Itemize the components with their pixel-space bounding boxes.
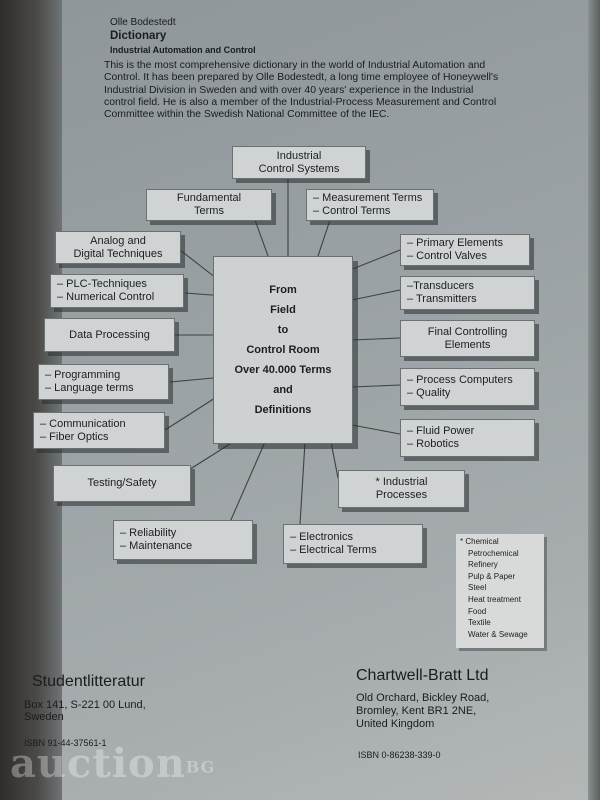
- connector-line: [164, 397, 216, 431]
- cover-spine-shadow: [0, 0, 62, 800]
- box-reliability: – Reliability– Maintenance: [113, 520, 253, 560]
- footnote-item: Petrochemical: [468, 548, 519, 558]
- footnote-item: Heat treatment: [468, 594, 521, 604]
- publisher-studentlitteratur: Studentlitteratur: [32, 673, 145, 690]
- footnote-item: Food: [468, 606, 487, 616]
- book-subtitle: Industrial Automation and Control: [110, 45, 256, 55]
- cover-right-edge: [588, 0, 600, 800]
- footnote-item: Refinery: [468, 560, 498, 570]
- industrial-processes-footnote: * Chemical Petrochemical Refinery Pulp &…: [456, 534, 544, 648]
- box-process-computers: – Process Computers– Quality: [400, 368, 535, 406]
- connector-line: [351, 424, 401, 435]
- central-box: From Field to Control Room Over 40.000 T…: [213, 256, 353, 444]
- auction-watermark: auctionBG: [10, 740, 216, 787]
- connector-line: [254, 219, 269, 257]
- box-programming: – Programming– Language terms: [38, 364, 169, 400]
- central-line: Control Room: [246, 344, 320, 356]
- author-name: Olle Bodestedt: [110, 17, 176, 28]
- footnote-item: Steel: [468, 583, 487, 593]
- connector-line: [349, 249, 401, 271]
- box-testing-safety: Testing/Safety: [53, 465, 191, 502]
- central-line: Over 40.000 Terms: [234, 364, 332, 376]
- isbn-right: ISBN 0-86238-339-0: [358, 750, 441, 760]
- publisher-address-left: Box 141, S-221 00 Lund, Sweden: [24, 699, 146, 723]
- central-line: From: [269, 284, 297, 296]
- box-fluid-power: – Fluid Power– Robotics: [400, 419, 535, 457]
- publisher-chartwell-bratt: Chartwell-Bratt Ltd: [356, 667, 489, 684]
- book-title: Dictionary: [110, 30, 167, 42]
- connector-line: [351, 384, 401, 388]
- central-line: Field: [270, 304, 296, 316]
- footnote-item: Water & Sewage: [468, 629, 528, 639]
- connector-line: [169, 377, 214, 383]
- isbn-left: ISBN 91-44-37561-1: [24, 738, 107, 748]
- publisher-address-right: Old Orchard, Bickley Road, Bromley, Kent…: [356, 692, 490, 730]
- box-communication: – Communication– Fiber Optics: [33, 412, 165, 449]
- connector-line: [299, 441, 306, 525]
- box-data-processing: Data Processing: [44, 318, 175, 352]
- central-line: Definitions: [254, 404, 312, 416]
- central-line: to: [277, 324, 289, 336]
- book-description: This is the most comprehensive dictionar…: [104, 60, 499, 121]
- connector-line: [317, 219, 331, 257]
- connector-line: [351, 289, 401, 301]
- box-primary-elements: – Primary Elements– Control Valves: [400, 234, 530, 266]
- connector-line: [330, 441, 339, 479]
- box-transducers: –Transducers– Transmitters: [400, 276, 535, 310]
- central-line: and: [273, 384, 293, 396]
- connector-line: [351, 337, 401, 341]
- box-plc-techniques: – PLC-Techniques– Numerical Control: [50, 274, 184, 308]
- box-measurement-terms: – Measurement Terms– Control Terms: [306, 189, 434, 221]
- box-electronics: – Electronics– Electrical Terms: [283, 524, 423, 564]
- footnote-item: Pulp & Paper: [468, 571, 516, 581]
- connector-line: [229, 441, 266, 523]
- footnote-item: Textile: [468, 618, 491, 628]
- footnote-item: * Chemical: [460, 537, 499, 546]
